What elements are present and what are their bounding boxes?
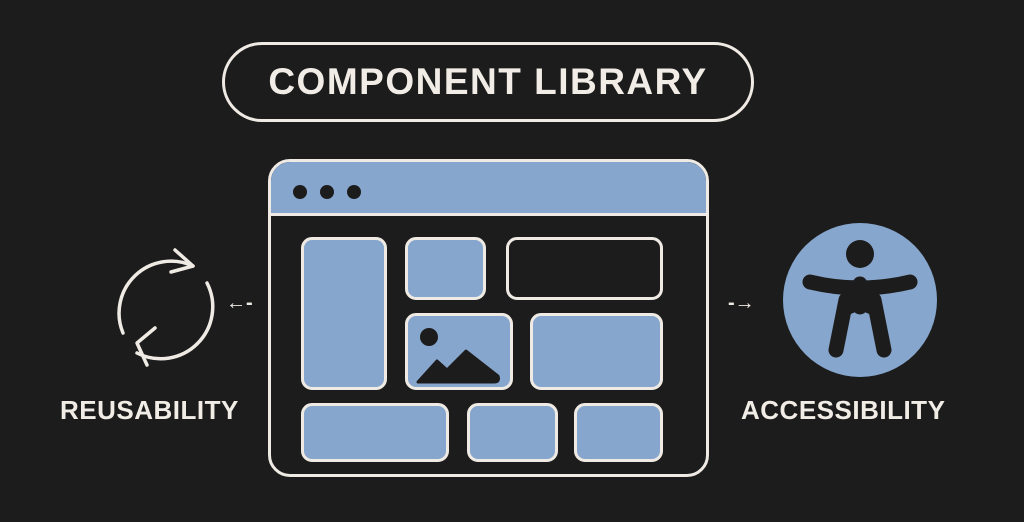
- page-title: COMPONENT LIBRARY: [268, 61, 708, 102]
- footer-right: [574, 403, 663, 462]
- right-arrow: -→: [728, 292, 755, 314]
- image-icon: [416, 328, 500, 384]
- wide-card: [530, 313, 663, 390]
- accessibility-label: ACCESSIBILITY: [741, 395, 946, 425]
- sidebar-panel: [301, 237, 387, 390]
- browser-window: [268, 159, 709, 477]
- title-pill: COMPONENT LIBRARY: [222, 42, 754, 122]
- accessibility-person-icon: [783, 223, 937, 377]
- window-dot: [347, 185, 361, 199]
- small-card: [405, 237, 486, 300]
- image-card: [405, 313, 513, 390]
- refresh-cycle-icon: [117, 248, 215, 367]
- footer-left: [301, 403, 449, 462]
- left-arrow: ←-: [226, 292, 253, 314]
- reusability-label: REUSABILITY: [60, 395, 239, 425]
- window-dot: [320, 185, 334, 199]
- window-titlebar: [271, 162, 706, 216]
- header-bar: [506, 237, 663, 300]
- footer-mid: [467, 403, 558, 462]
- window-dot: [293, 185, 307, 199]
